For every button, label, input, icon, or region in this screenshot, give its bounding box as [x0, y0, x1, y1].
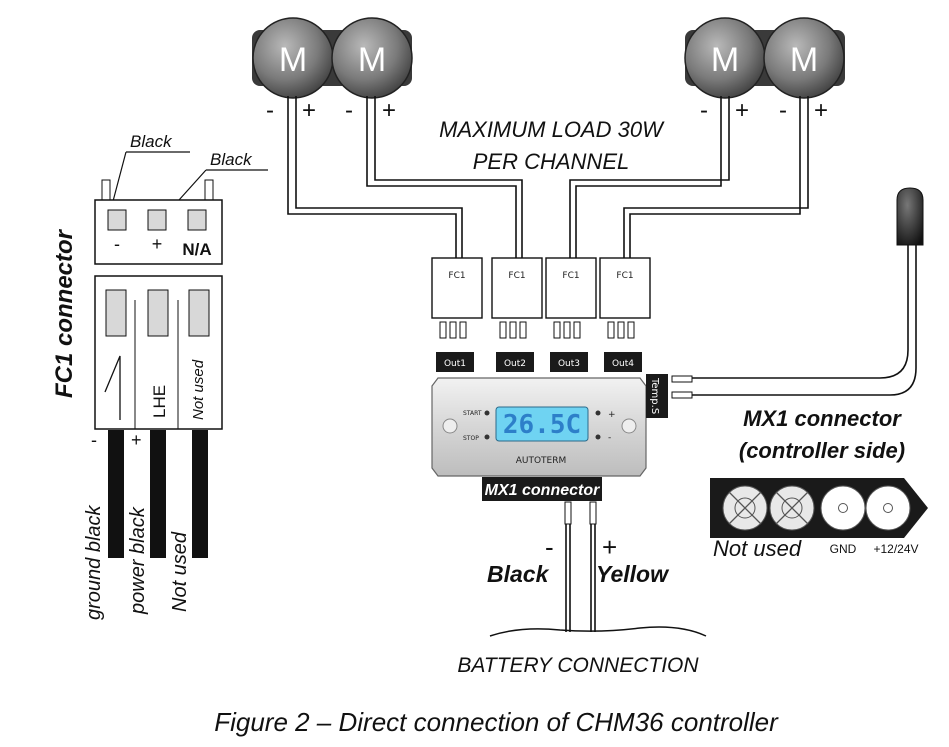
fc1-plugs: FC1 FC1 FC1 FC1	[431, 257, 651, 319]
fc1-wires: - + ground black power black Not used	[83, 430, 208, 620]
plus-button	[595, 410, 601, 416]
stop-button	[484, 434, 490, 440]
mx1-tag	[482, 477, 602, 501]
motor-4-minus: -	[779, 97, 787, 124]
battery-black-label: Black	[487, 561, 550, 587]
fc1-wire-label-power: power black	[127, 506, 149, 615]
mx1-not-used-label: Not used	[713, 536, 802, 561]
fc1-black-label-2: Black	[210, 150, 253, 169]
mx1-power-label: +12/24V	[873, 542, 918, 556]
motor-3-plus: +	[735, 97, 749, 124]
motor-1-minus: -	[266, 97, 274, 124]
motor-2	[331, 17, 413, 99]
motor-2-label: M	[358, 41, 386, 79]
fc1-pin-block-top: - + N/A	[94, 179, 223, 265]
controller-unit: 26.5C START STOP + - AUTOTERM	[431, 377, 647, 477]
fc1-plug-4-label: FC1	[616, 271, 633, 281]
battery-connection-label: BATTERY CONNECTION	[457, 654, 699, 677]
mx1-gnd-label: GND	[830, 542, 857, 556]
fc1-plug-1-label: FC1	[448, 271, 465, 281]
motor-1-label: M	[279, 41, 307, 79]
output-1	[436, 352, 474, 372]
mount-hole-left	[442, 418, 458, 434]
battery-plus: +	[602, 532, 617, 562]
lcd-display-value: 26.5C	[503, 410, 581, 440]
fc1-wire-label-not-used: Not used	[169, 531, 191, 612]
motor-1-plus: +	[302, 97, 316, 124]
figure-caption: Figure 2 – Direct connection of CHM36 co…	[214, 707, 779, 737]
output-4	[604, 352, 642, 372]
temp-sensor-connector: Temp.S	[646, 374, 693, 418]
motor-group-right: M M	[684, 17, 845, 99]
brand-label: AUTOTERM	[516, 456, 567, 466]
fc1-plug-2-label: FC1	[508, 271, 525, 281]
output-pin-sockets	[439, 321, 635, 339]
motor-wires	[287, 96, 809, 258]
start-button	[484, 410, 490, 416]
battery-yellow-label: Yellow	[596, 561, 670, 587]
battery-minus: -	[545, 532, 554, 562]
mx1-pin-power	[865, 485, 911, 531]
output-2-label: Out2	[504, 359, 526, 369]
fc1-plug-3-label: FC1	[562, 271, 579, 281]
controller-minus-mark: -	[608, 433, 611, 443]
output-3-label: Out3	[558, 359, 580, 369]
output-2	[496, 352, 534, 372]
start-label: START	[463, 410, 482, 417]
motor-4	[763, 17, 845, 99]
fc1-not-used-vertical: Not used	[190, 359, 207, 420]
fc1-lhe-label: LHE	[150, 385, 169, 418]
output-4-label: Out4	[612, 359, 634, 369]
temp-sensor-probe	[896, 187, 924, 246]
mx1-pin-2	[769, 485, 815, 531]
mx1-connector-face	[710, 478, 928, 538]
fc1-pin-na: N/A	[182, 240, 211, 259]
mx1-pin-gnd	[820, 485, 866, 531]
fc1-plug-1: FC1	[431, 257, 483, 319]
battery-wires	[564, 501, 597, 632]
fc1-pin-minus: -	[114, 234, 120, 254]
motor-4-label: M	[790, 41, 818, 79]
max-load-line2: PER CHANNEL	[473, 149, 629, 174]
mx1-side-title: MX1 connector	[743, 406, 902, 431]
fc1-wire-minus: -	[91, 430, 97, 450]
stop-label: STOP	[463, 435, 479, 442]
fc1-wire-plus: +	[131, 430, 142, 450]
motor-2-plus: +	[382, 97, 396, 124]
mount-hole-right	[621, 418, 637, 434]
controller-plus-mark: +	[608, 410, 616, 420]
fc1-plug-4: FC1	[599, 257, 651, 319]
minus-button	[595, 434, 601, 440]
motor-polarity-labels: - + - + - + - +	[266, 97, 828, 124]
fc1-black-callouts: Black Black	[111, 132, 268, 211]
battery-line	[489, 626, 707, 637]
output-connectors: Out1 Out2 Out3 Out4	[436, 352, 642, 372]
fc1-plug-2: FC1	[491, 257, 543, 319]
fc1-connector-title: FC1 connector	[51, 228, 78, 398]
fc1-plug-3: FC1	[545, 257, 597, 319]
output-1-label: Out1	[444, 359, 466, 369]
motor-2-minus: -	[345, 97, 353, 124]
mx1-pin-1	[722, 485, 768, 531]
mx1-side-subtitle: (controller side)	[739, 438, 905, 463]
motor-4-plus: +	[814, 97, 828, 124]
motor-3-label: M	[711, 41, 739, 79]
lcd-display	[495, 406, 589, 442]
fc1-pin-plus: +	[152, 234, 163, 254]
output-3	[550, 352, 588, 372]
temp-sensor-label: Temp.S	[649, 377, 660, 414]
motor-3-minus: -	[700, 97, 708, 124]
max-load-line1: MAXIMUM LOAD 30W	[439, 117, 665, 142]
mx1-tag-label: MX1 connector	[485, 482, 600, 499]
motor-group-left: M M	[252, 17, 413, 99]
temp-sensor-cable	[692, 245, 917, 396]
fc1-wire-label-ground: ground black	[83, 504, 105, 620]
fc1-black-label-1: Black	[130, 132, 173, 151]
fc1-connector-body: LHE Not used	[94, 275, 223, 430]
